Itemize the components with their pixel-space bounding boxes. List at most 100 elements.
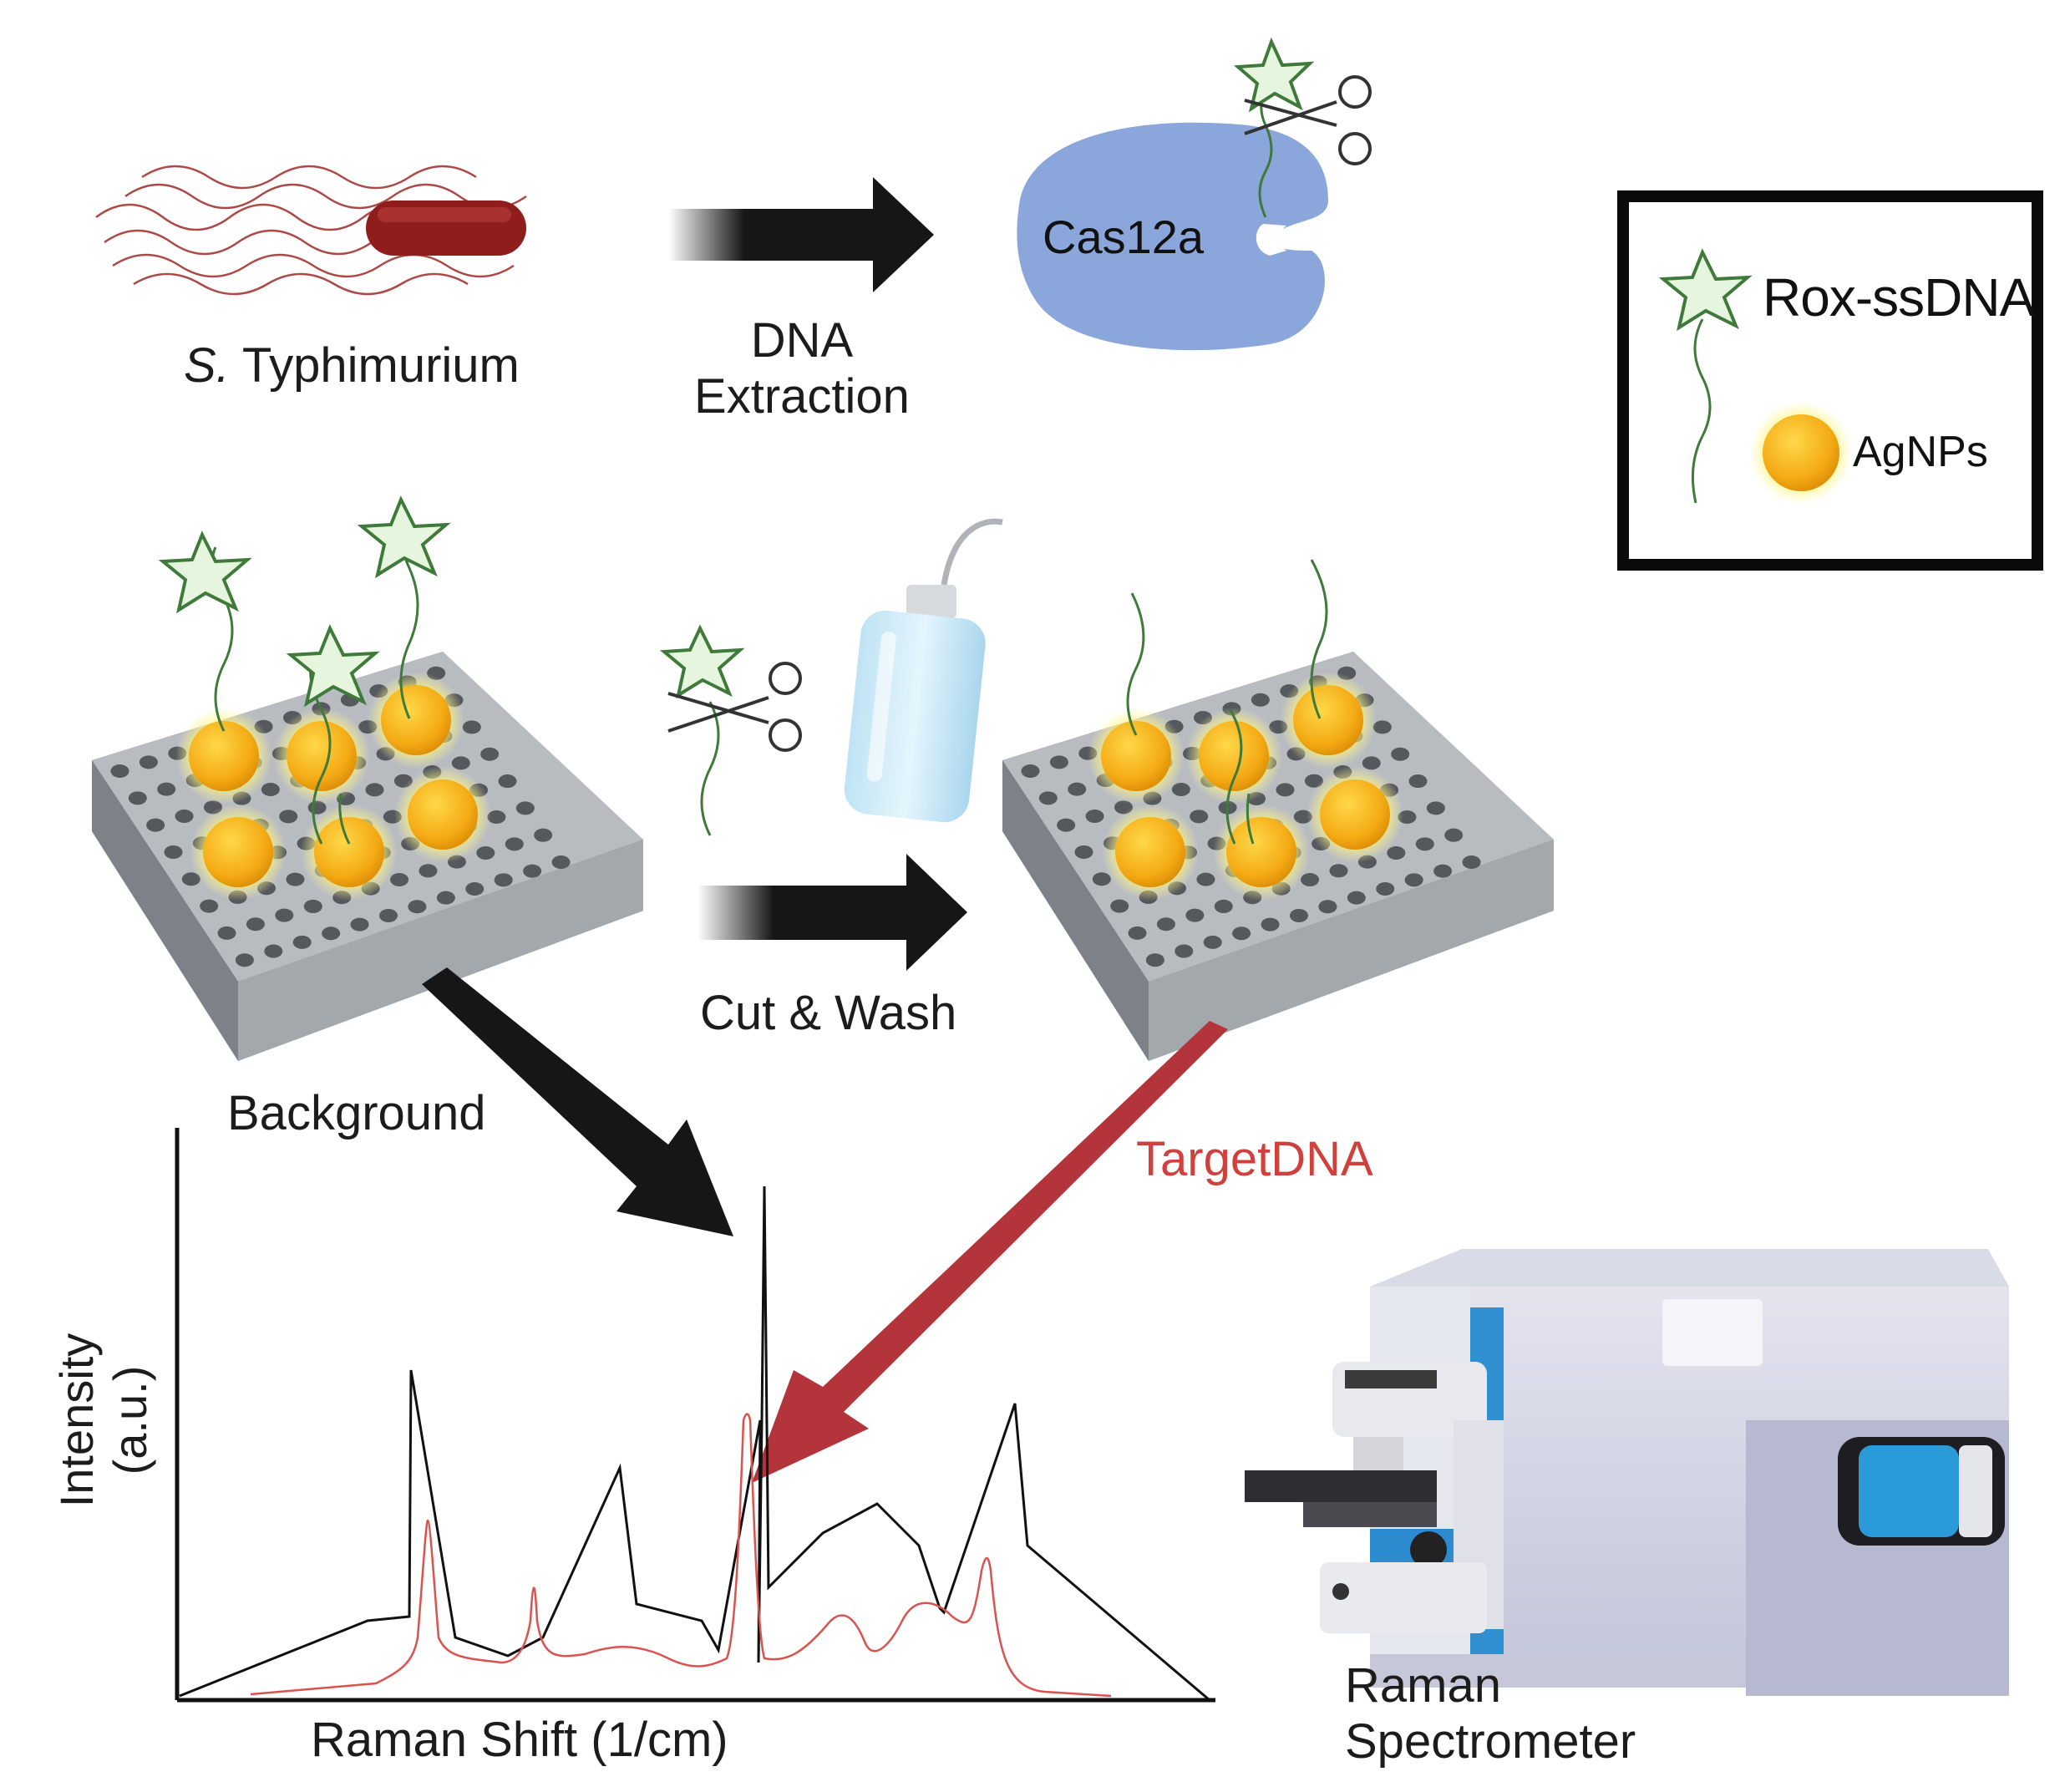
well (451, 756, 470, 770)
well (1415, 837, 1434, 851)
well (480, 747, 500, 761)
well (1190, 810, 1209, 824)
well (1261, 917, 1280, 932)
well (264, 944, 283, 958)
well (164, 845, 183, 859)
well (1462, 855, 1481, 870)
well (1145, 953, 1164, 967)
cas12a-enzyme-icon (1017, 37, 1372, 351)
raman-spectrometer-icon (1245, 1249, 2009, 1696)
legend-graphics (1658, 248, 1853, 505)
well (1110, 899, 1129, 913)
well (494, 873, 513, 887)
background-label: Background (227, 1086, 486, 1140)
well (1276, 783, 1295, 797)
well (110, 764, 129, 778)
well (322, 926, 341, 941)
legend-box: Rox-ssDNA AgNPs (1617, 190, 2043, 571)
well (1408, 774, 1428, 789)
well (1347, 891, 1366, 905)
well (408, 900, 427, 914)
well (157, 782, 176, 796)
well (419, 864, 438, 878)
well (1085, 809, 1104, 823)
well (1049, 755, 1068, 769)
well (286, 872, 305, 886)
well (465, 881, 485, 896)
well (1444, 828, 1464, 842)
well (1251, 693, 1270, 707)
agnp-particle (314, 817, 384, 887)
arrow-target-to-spectrum (752, 1021, 1228, 1483)
spectrum-plot (175, 1128, 1215, 1703)
legend-agnps-label: AgNPs (1853, 428, 1988, 476)
well (1092, 872, 1111, 886)
well (1074, 845, 1093, 859)
well (1156, 917, 1175, 932)
well (200, 899, 219, 913)
background-spectrum-line (179, 1185, 1210, 1702)
well (1021, 764, 1040, 778)
agnp-particle (189, 721, 259, 791)
cut-reporter-icon (659, 624, 802, 836)
well (1433, 864, 1453, 878)
well (1232, 926, 1251, 941)
well (1128, 926, 1147, 940)
agnp-particle (1101, 721, 1171, 791)
well (146, 818, 165, 832)
well (1214, 899, 1233, 913)
agnp-particle (1226, 817, 1296, 887)
target-dna-label: TargetDNA (1136, 1132, 1373, 1186)
agnp-particle (408, 779, 478, 850)
arrow-dna-extraction (668, 177, 934, 292)
bacterium-label: S. Typhimurium (184, 338, 520, 393)
well (462, 720, 481, 734)
well (1426, 801, 1445, 815)
well (378, 908, 398, 922)
agnp-particle (1320, 779, 1390, 850)
well (1376, 881, 1395, 896)
well (292, 935, 312, 949)
well (1289, 908, 1308, 922)
well (1329, 864, 1348, 878)
legend-rox-ssdna-label: Rox-ssDNA (1763, 267, 2035, 327)
well (303, 899, 322, 913)
well (181, 872, 200, 886)
legend-star-icon (1658, 248, 1753, 332)
x-axis-label: Raman Shift (1/cm) (311, 1713, 728, 1767)
target-spectrum-line (250, 1413, 1112, 1698)
well (1171, 783, 1190, 797)
well (139, 755, 158, 769)
agnp-particle (287, 721, 357, 791)
well (365, 783, 384, 797)
well (261, 783, 280, 797)
cut-strands-right (1126, 559, 1328, 845)
well (390, 872, 409, 886)
legend-agnp-icon (1763, 414, 1839, 491)
well (217, 926, 236, 940)
well (235, 953, 254, 967)
well (436, 891, 455, 905)
well (534, 828, 553, 842)
spectrometer-label: Raman Spectrometer (1345, 1658, 1636, 1769)
legend-strand (1691, 318, 1712, 504)
well (1057, 818, 1076, 832)
agnp-right-group (1088, 672, 1403, 901)
arrow-cut-wash (698, 854, 967, 971)
well (1196, 872, 1215, 886)
well (1318, 900, 1337, 914)
well (128, 791, 147, 805)
well (515, 801, 535, 815)
dna-extraction-label: DNA Extraction (694, 313, 910, 424)
agnp-left-group (175, 672, 491, 901)
well (1387, 845, 1406, 860)
well (551, 855, 571, 870)
well (246, 917, 265, 932)
well (487, 810, 506, 825)
well (523, 864, 542, 878)
well (476, 845, 495, 860)
bacterium-icon (95, 165, 527, 296)
well (1038, 791, 1058, 805)
agnp-particle (381, 685, 451, 755)
